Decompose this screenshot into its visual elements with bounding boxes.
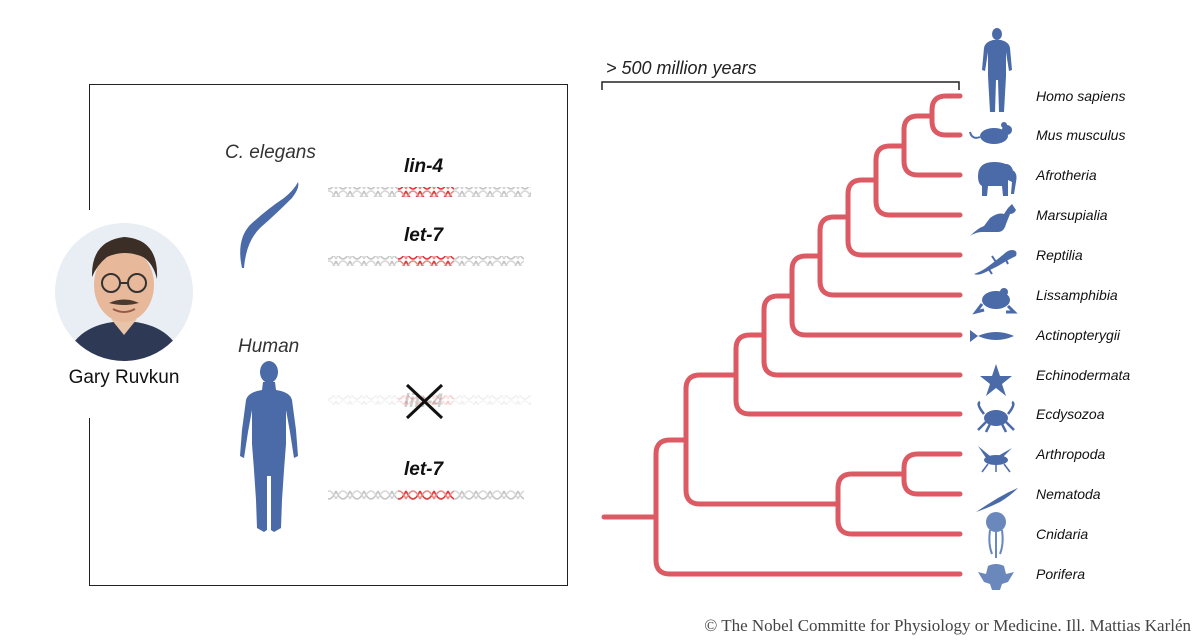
taxon-label: Actinopterygii — [1036, 327, 1121, 343]
fly-icon — [978, 446, 1012, 473]
absent-cross-icon — [405, 383, 444, 420]
gene-label-lin4-worm: lin-4 — [404, 156, 444, 177]
dna-strand-lin4-worm — [328, 187, 531, 197]
mouse-icon — [969, 122, 1012, 144]
taxon-label: Marsupialia — [1036, 207, 1108, 223]
crab-icon — [977, 400, 1015, 433]
lizard-icon — [974, 250, 1017, 275]
taxon-label: Porifera — [1036, 566, 1086, 582]
jellyfish-icon — [986, 512, 1006, 558]
scale-label: > 500 million years — [606, 58, 757, 78]
scale-bar — [601, 81, 960, 90]
kangaroo-icon — [970, 204, 1016, 236]
taxon-label: Lissamphibia — [1036, 287, 1118, 303]
taxon-label: Reptilia — [1036, 247, 1083, 263]
frog-icon — [972, 288, 1018, 315]
organism-label-human: Human — [238, 336, 300, 357]
gene-label-let7-human: let-7 — [404, 459, 444, 480]
image-credit: © The Nobel Committe for Physiology or M… — [704, 616, 1191, 635]
dna-strand-let7-human — [328, 490, 524, 500]
taxon-label: Arthropoda — [1036, 446, 1106, 462]
taxon-label: Homo sapiens — [1036, 88, 1126, 104]
taxon-label: Echinodermata — [1036, 367, 1131, 383]
taxon-label: Ecdysozoa — [1036, 406, 1105, 422]
dna-strand-let7-worm — [328, 256, 524, 266]
sponge-icon — [978, 564, 1014, 590]
gene-label-let7-worm: let-7 — [404, 225, 444, 246]
elephant-icon — [978, 162, 1017, 196]
starfish-icon — [980, 364, 1012, 396]
taxon-label: Cnidaria — [1036, 526, 1089, 542]
worm-icon — [976, 488, 1018, 512]
person-name: Gary Ruvkun — [68, 367, 180, 388]
fish-icon — [970, 330, 1014, 342]
taxa-icons — [969, 28, 1018, 590]
organism-label-worm: C. elegans — [225, 142, 316, 163]
worm-icon — [236, 180, 302, 272]
taxon-label: Afrotheria — [1036, 167, 1097, 183]
portrait-photo — [55, 223, 193, 361]
human-silhouette-icon — [982, 28, 1012, 112]
taxon-label: Nematoda — [1036, 486, 1101, 502]
taxon-label: Mus musculus — [1036, 127, 1126, 143]
human-silhouette-icon — [234, 360, 304, 536]
